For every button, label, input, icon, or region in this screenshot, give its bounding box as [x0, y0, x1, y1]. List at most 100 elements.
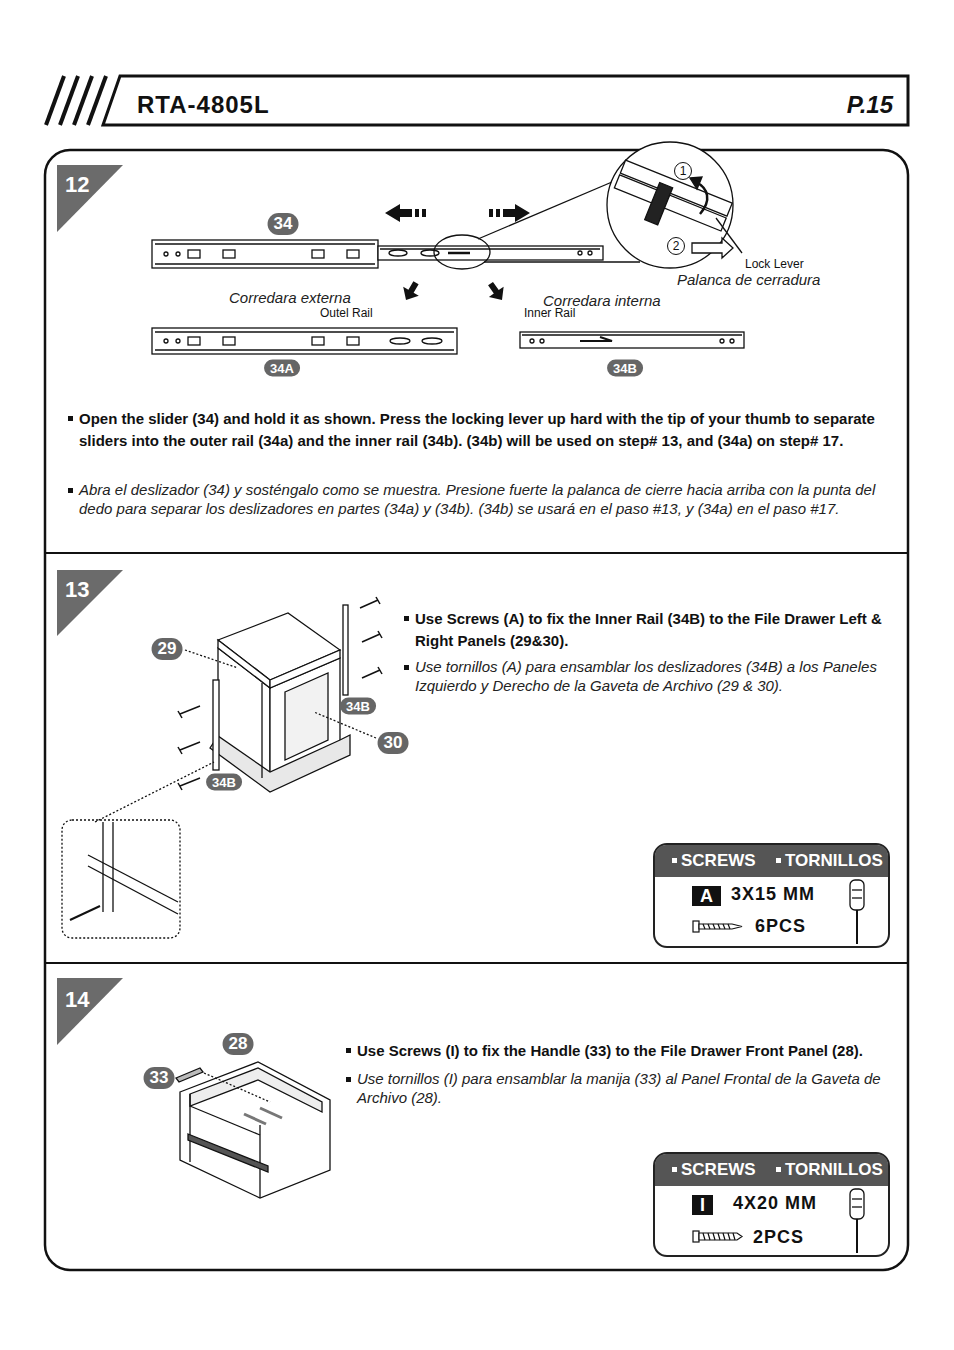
detail-inset [112, 822, 113, 912]
drawer-cabinet [213, 680, 219, 770]
page-number: P.15 [847, 91, 893, 119]
separated-rails [188, 337, 200, 345]
screw-icon [703, 1233, 735, 1240]
separated-rails [312, 337, 324, 345]
slider-rail [421, 250, 439, 256]
file-drawer [204, 1073, 270, 1102]
screw [178, 711, 182, 718]
drawer-cabinet [343, 605, 348, 695]
detail-inset [102, 822, 103, 912]
separated-rails [390, 338, 410, 344]
separated-rails [155, 331, 454, 332]
screw [362, 634, 380, 642]
step-number: 12 [65, 172, 89, 198]
file-drawer [180, 1062, 330, 1198]
bullet-mark [776, 858, 781, 863]
screw-code: A [692, 886, 721, 906]
slider-rail [155, 263, 375, 264]
step-panel: 13Use Screws (A) to fix the Inner Rail (… [45, 553, 908, 963]
slider-rail [389, 250, 407, 256]
bullet-mark [68, 488, 73, 493]
slider-rail [645, 182, 673, 224]
header-frame [103, 76, 908, 125]
step-frame [57, 570, 123, 636]
bullet-mark [404, 665, 409, 670]
file-drawer [259, 1125, 260, 1198]
file-drawer [260, 1108, 282, 1118]
slider-rail [434, 235, 490, 269]
drawer-cabinet [185, 650, 238, 668]
separated-rails [223, 337, 235, 345]
screw-icon [693, 1231, 699, 1242]
screw-header-band: SCREWSTORNILLOS [655, 845, 888, 877]
separated-rails [347, 337, 359, 345]
step-number: 13 [65, 577, 89, 603]
separated-rails [155, 349, 454, 350]
screwdriver-icon [852, 897, 862, 898]
detail-inset [88, 866, 178, 914]
slider-rail [223, 250, 235, 258]
part-name: Outel Rail [320, 306, 373, 320]
instruction-text: Use Screws (A) to fix the Inner Rail (34… [415, 608, 895, 652]
step-frame [45, 962, 908, 964]
screw [360, 600, 378, 608]
callout-number: 34B [340, 698, 376, 715]
slider-rail [478, 182, 612, 239]
direction-arrow [496, 209, 500, 217]
direction-arrow [398, 278, 424, 304]
header-frame [46, 76, 908, 125]
screw-header: SCREWS [681, 1160, 756, 1180]
step-order-number: 1 [674, 162, 692, 180]
direction-arrow [415, 209, 419, 217]
drawer-cabinet [261, 683, 262, 778]
part-name: Inner Rail [524, 306, 575, 320]
callout-number: 33 [144, 1067, 175, 1089]
part-name: Lock Lever [745, 257, 804, 271]
slider-rail [716, 218, 742, 253]
step-frame [57, 165, 123, 232]
screwdriver-icon [852, 1206, 862, 1207]
screw-header: TORNILLOS [785, 1160, 883, 1180]
callout-number: 34A [264, 360, 300, 377]
slider-rail [188, 250, 200, 258]
slider-rail [690, 177, 702, 189]
bullet-mark [672, 858, 677, 863]
screw-icon [703, 924, 730, 929]
direction-arrow [385, 204, 412, 222]
file-drawer [190, 1068, 322, 1112]
direction-arrow [489, 209, 493, 217]
step-number: 14 [65, 987, 89, 1013]
drawer-cabinet [95, 605, 376, 822]
step-order-number: 2 [667, 237, 685, 255]
slider-rail [152, 142, 742, 269]
separated-rails [152, 328, 744, 354]
drawer-cabinet [270, 650, 340, 688]
screw [180, 742, 200, 750]
screw-quantity: 6PCS [755, 916, 806, 937]
screwdriver-icon [850, 880, 864, 910]
slider-rail [347, 250, 359, 258]
direction-arrow [483, 278, 509, 305]
screw-icon [693, 921, 699, 932]
detail-inset [62, 820, 180, 938]
direction-arrow [503, 204, 530, 222]
instruction-text-spanish: Use tornillos (A) para ensamblar los des… [415, 657, 905, 695]
detail-inset [62, 820, 180, 938]
drawer-cabinet [314, 712, 376, 738]
part-name-spanish: Palanca de cerradura [677, 271, 820, 288]
slider-rail [312, 250, 324, 258]
screwdriver-icon [850, 1189, 864, 1219]
screw-size: 4X20 MM [733, 1193, 817, 1214]
screwdriver-icon [852, 1198, 862, 1199]
callout-number: 29 [152, 638, 183, 660]
slider-rail [155, 243, 375, 244]
slider-rail [692, 238, 733, 258]
slider-rail [578, 251, 582, 255]
screw [178, 597, 382, 790]
bullet-mark [776, 1167, 781, 1172]
screw-header: TORNILLOS [785, 851, 883, 871]
slider-rail [164, 252, 168, 256]
separated-rails [422, 338, 442, 344]
screw-icon [699, 1233, 742, 1240]
